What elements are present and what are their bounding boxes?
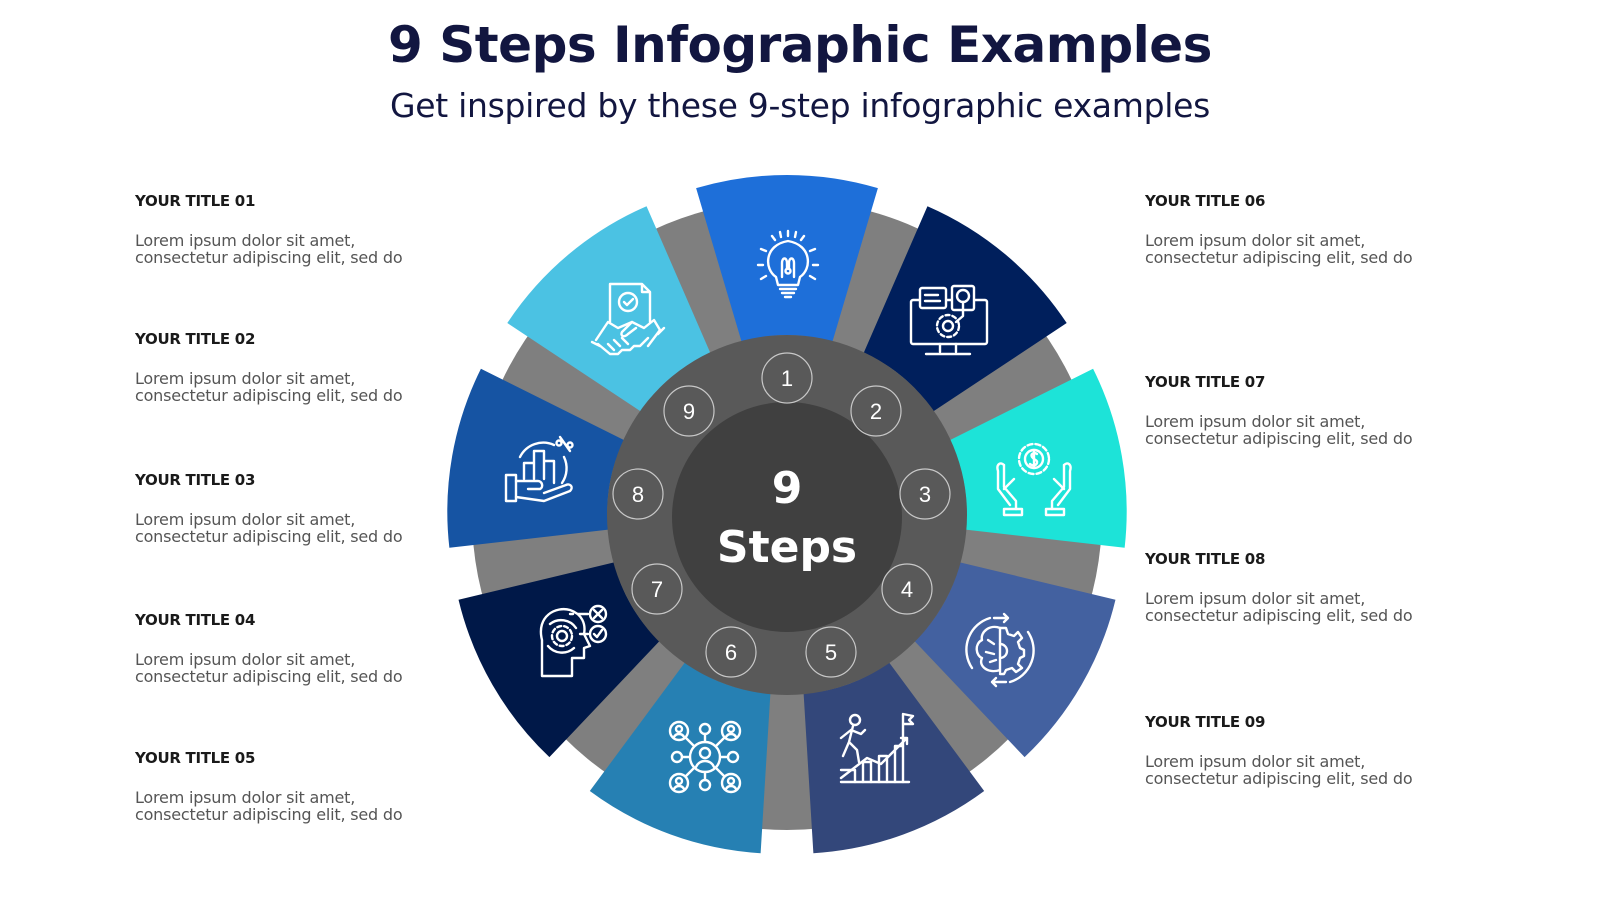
center-disc: [672, 402, 902, 632]
step-number-8[interactable]: 8: [612, 468, 664, 520]
wheel-segment-8[interactable]: [447, 368, 625, 548]
step-title: YOUR TITLE 01: [135, 192, 256, 210]
hands-money-gear-icon: [996, 442, 1072, 517]
step-description: Lorem ipsum dolor sit amet,consectetur a…: [135, 231, 403, 267]
wheel-segments: [447, 175, 1127, 854]
wheel-segment-7[interactable]: [458, 562, 660, 758]
step-description: Lorem ipsum dolor sit amet,consectetur a…: [135, 650, 403, 686]
person-climbing-growth-icon: [839, 712, 915, 784]
svg-text:6: 6: [725, 640, 737, 665]
svg-text:9: 9: [683, 399, 695, 424]
wheel-segment-4[interactable]: [914, 562, 1116, 758]
hand-chart-percent-icon: [504, 435, 574, 503]
page-subtitle: Get inspired by these 9-step infographic…: [390, 86, 1210, 125]
lightbulb-idea-icon: [756, 229, 820, 299]
step-number-7[interactable]: 7: [631, 563, 683, 615]
head-thinking-decision-icon: [539, 604, 608, 678]
step-number-2[interactable]: 2: [850, 385, 902, 437]
step-description: Lorem ipsum dolor sit amet,consectetur a…: [1145, 412, 1413, 448]
wheel-icons: [504, 229, 1072, 794]
step-title: YOUR TITLE 05: [135, 749, 256, 767]
step-item-07: YOUR TITLE 07 Lorem ipsum dolor sit amet…: [1145, 373, 1465, 447]
step-description: Lorem ipsum dolor sit amet,consectetur a…: [1145, 589, 1413, 625]
step-item-02: YOUR TITLE 02 Lorem ipsum dolor sit amet…: [135, 330, 455, 404]
step-number-1[interactable]: 1: [761, 352, 813, 404]
svg-text:8: 8: [632, 482, 644, 507]
step-title: YOUR TITLE 06: [1145, 192, 1266, 210]
handshake-agreement-icon: [590, 282, 666, 356]
step-number-markers: 1 2 3 4 5 6 7 8 9: [612, 352, 951, 678]
step-number-9[interactable]: 9: [663, 385, 715, 437]
center-number: 9: [772, 463, 803, 514]
wheel-segment-3[interactable]: [949, 368, 1127, 548]
svg-text:4: 4: [901, 577, 913, 602]
step-title: YOUR TITLE 03: [135, 471, 256, 489]
step-title: YOUR TITLE 09: [1145, 713, 1266, 731]
svg-text:1: 1: [781, 366, 793, 391]
step-item-08: YOUR TITLE 08 Lorem ipsum dolor sit amet…: [1145, 550, 1465, 624]
step-title: YOUR TITLE 02: [135, 330, 256, 348]
step-description: Lorem ipsum dolor sit amet,consectetur a…: [135, 369, 403, 405]
svg-text:3: 3: [919, 482, 931, 507]
wheel-segment-1[interactable]: [696, 175, 878, 342]
step-number-3[interactable]: 3: [899, 468, 951, 520]
page-title: 9 Steps Infographic Examples: [388, 16, 1212, 74]
svg-text:7: 7: [651, 577, 663, 602]
people-network-icon: [668, 720, 742, 794]
step-description: Lorem ipsum dolor sit amet,consectetur a…: [1145, 752, 1413, 788]
step-item-01: YOUR TITLE 01 Lorem ipsum dolor sit amet…: [135, 192, 455, 266]
step-title: YOUR TITLE 08: [1145, 550, 1266, 568]
step-item-03: YOUR TITLE 03 Lorem ipsum dolor sit amet…: [135, 471, 455, 545]
step-number-4[interactable]: 4: [881, 563, 933, 615]
svg-text:2: 2: [870, 399, 882, 424]
wheel-segment-6[interactable]: [589, 662, 771, 854]
svg-text:5: 5: [825, 640, 837, 665]
step-number-6[interactable]: 6: [705, 626, 757, 678]
computer-settings-icon: [909, 284, 989, 356]
step-description: Lorem ipsum dolor sit amet,consectetur a…: [1145, 231, 1413, 267]
step-title: YOUR TITLE 04: [135, 611, 256, 629]
brain-gear-cycle-icon: [965, 612, 1035, 688]
step-title: YOUR TITLE 07: [1145, 373, 1266, 391]
step-number-5[interactable]: 5: [805, 626, 857, 678]
step-item-06: YOUR TITLE 06 Lorem ipsum dolor sit amet…: [1145, 192, 1465, 266]
center-label: Steps: [717, 522, 857, 573]
step-description: Lorem ipsum dolor sit amet,consectetur a…: [135, 510, 403, 546]
step-item-05: YOUR TITLE 05 Lorem ipsum dolor sit amet…: [135, 749, 455, 823]
step-item-04: YOUR TITLE 04 Lorem ipsum dolor sit amet…: [135, 611, 455, 685]
step-item-09: YOUR TITLE 09 Lorem ipsum dolor sit amet…: [1145, 713, 1465, 787]
step-description: Lorem ipsum dolor sit amet,consectetur a…: [135, 788, 403, 824]
